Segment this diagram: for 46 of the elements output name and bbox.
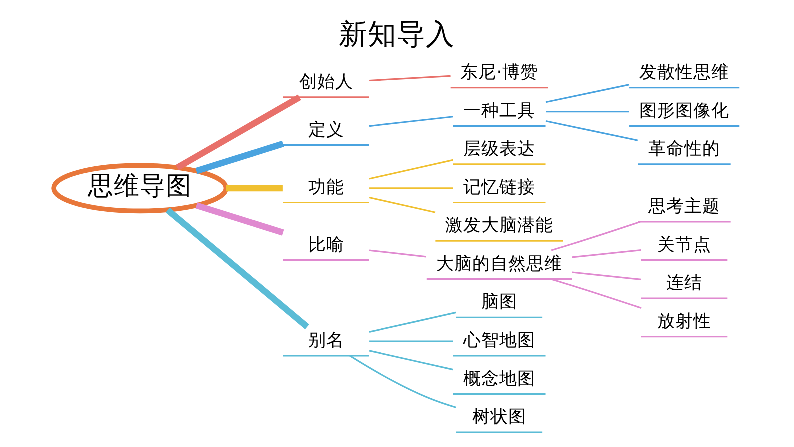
connector (551, 278, 642, 310)
connector (551, 221, 641, 252)
connector (546, 120, 638, 142)
node-text: 记忆链接 (463, 178, 536, 198)
connector (196, 202, 284, 236)
connector (546, 84, 630, 104)
node-text: 功能 (308, 178, 344, 198)
node-text: 发散性思维 (640, 62, 730, 83)
node-text: 革命性的 (648, 140, 721, 160)
node-text: 连结 (666, 274, 703, 294)
connector (370, 75, 451, 82)
node-text: 概念地图 (463, 369, 536, 390)
node-ellipse: 思维导图 (52, 163, 229, 214)
connector (546, 111, 630, 113)
connector (370, 340, 454, 342)
connector (369, 196, 436, 214)
connector (370, 188, 454, 190)
connector (369, 312, 456, 333)
node-text: 层级表达 (463, 140, 536, 160)
node-text: 思考主题 (648, 197, 721, 218)
node-text: 树状图 (472, 408, 526, 428)
node-text: 别名 (308, 331, 344, 352)
connector (176, 94, 302, 171)
node-text: 比喻 (308, 235, 344, 256)
node-text: 放射性 (658, 312, 712, 332)
node-text: 一种工具 (463, 101, 536, 122)
connector (369, 250, 426, 258)
connector (226, 185, 283, 192)
node-text: 图形图像化 (640, 101, 730, 122)
node-text: 定义 (308, 120, 344, 140)
node-text: 激发大脑潜能 (445, 216, 554, 236)
connector (369, 159, 454, 180)
connector (196, 140, 284, 174)
connector (572, 272, 642, 281)
node-text: 创始人 (299, 72, 354, 93)
node-text: 心智地图 (463, 331, 536, 352)
connector (166, 208, 310, 330)
node-text: 关节点 (658, 235, 712, 256)
node-text: 脑图 (481, 292, 518, 313)
connector (369, 350, 454, 371)
node-text: 大脑的自然思维 (436, 254, 562, 274)
connector (350, 355, 456, 408)
connector (572, 249, 642, 258)
connector (369, 116, 454, 128)
diagram-title: 新知导入 (339, 16, 455, 51)
node-text: 东尼·博赞 (460, 62, 538, 83)
